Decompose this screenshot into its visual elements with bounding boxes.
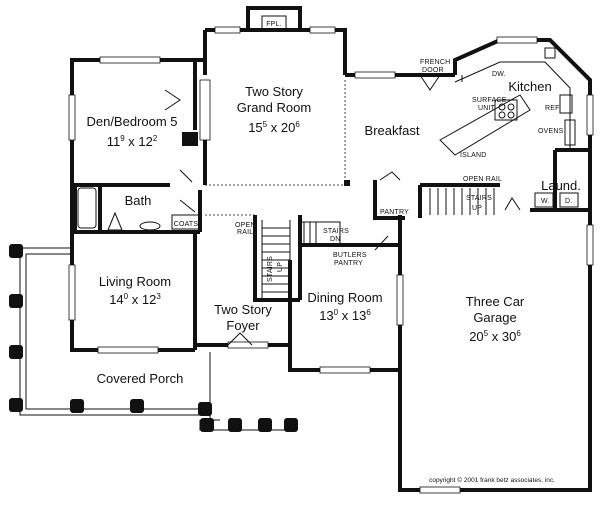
breakfast-label: Breakfast [365, 123, 420, 138]
interior-walls [72, 60, 557, 370]
porch-column [9, 398, 23, 412]
garage-line2: Garage [473, 310, 516, 325]
washer [534, 192, 554, 208]
porch-column [200, 418, 214, 432]
porch-column [258, 418, 272, 432]
dining-room-name: Dining Room [307, 290, 382, 305]
french-door-line1: FRENCH [420, 59, 450, 66]
foyer-line1: Two Story [214, 302, 272, 317]
ovens-label: OVENS [538, 128, 564, 135]
living-room-dims: 140 x 123 [109, 292, 161, 307]
washer-label: W. [541, 198, 550, 205]
ovens [564, 119, 576, 146]
porch-column [130, 399, 144, 413]
porch-column [198, 402, 212, 416]
living-room-name: Living Room [99, 274, 171, 289]
grand-room-line1: Two Story [245, 84, 303, 99]
covered-porch [9, 244, 298, 432]
garage-dims: 205 x 306 [469, 329, 521, 344]
kitchen-fixtures [439, 47, 576, 156]
laundry-fixtures [534, 192, 579, 208]
dryer [559, 192, 579, 208]
stairs-up-right-1: STAIRS [466, 195, 492, 202]
grand-room-dims: 155 x 206 [248, 120, 300, 135]
bath-label: Bath [125, 193, 152, 208]
open-rail-left-2: RAIL [237, 229, 253, 236]
stairs-up-left-1: STAIRS [267, 256, 274, 282]
labels: FPL. Two Story Grand Room 155 x 206 Den/… [86, 21, 580, 484]
open-rail-right: OPEN RAIL [463, 176, 502, 183]
stairs-up-left-2: UP [277, 262, 284, 272]
copyright-text: copyright © 2001 frank betz associates, … [429, 476, 555, 484]
porch-column [228, 418, 242, 432]
ref [559, 94, 573, 114]
toilet [107, 211, 123, 231]
dw-label: DW. [492, 71, 506, 78]
laundry-name: Laund. [541, 178, 581, 193]
den-closet-block [182, 132, 198, 146]
island-label: ISLAND [460, 152, 487, 159]
stairs-dn-2: DN [330, 236, 341, 243]
den-dims: 119 x 122 [107, 134, 158, 149]
grand-room-line2: Grand Room [237, 100, 311, 115]
fpl-label: FPL. [266, 21, 282, 28]
dining-room-dims: 130 x 136 [319, 308, 371, 323]
coats-closet [171, 214, 201, 230]
stairs-up-right-2: UP [472, 205, 482, 212]
garage-line1: Three Car [466, 294, 525, 309]
surface-unit-line1: SURFACE [472, 97, 507, 104]
kitchen-name: Kitchen [508, 79, 551, 94]
pantry-label: PANTRY [380, 209, 409, 216]
butlers-pantry-2: PANTRY [334, 260, 363, 267]
stairs [261, 188, 495, 300]
dryer-label: D. [565, 198, 572, 205]
doors [77, 74, 521, 346]
surface-unit [494, 99, 518, 121]
covered-porch-label: Covered Porch [97, 371, 184, 386]
foyer-line2: Foyer [226, 318, 260, 333]
coats-label: COATS [174, 221, 199, 228]
french-door-line2: DOOR [422, 67, 444, 74]
butlers-pantry-1: BUTLERS [333, 252, 367, 259]
porch-column [9, 244, 23, 258]
porch-column [284, 418, 298, 432]
ref-label: REF. [545, 105, 561, 112]
porch-column [9, 294, 23, 308]
sink [139, 221, 161, 231]
column [344, 180, 350, 186]
den-name: Den/Bedroom 5 [86, 114, 177, 129]
windows [68, 26, 594, 494]
island [439, 94, 531, 156]
porch-column [9, 345, 23, 359]
porch-column [70, 399, 84, 413]
surface-unit-line2: UNIT [478, 105, 496, 112]
open-rail-left-1: OPEN [235, 222, 256, 229]
bathtub [77, 187, 97, 229]
stairs-dn-1: STAIRS [323, 228, 349, 235]
